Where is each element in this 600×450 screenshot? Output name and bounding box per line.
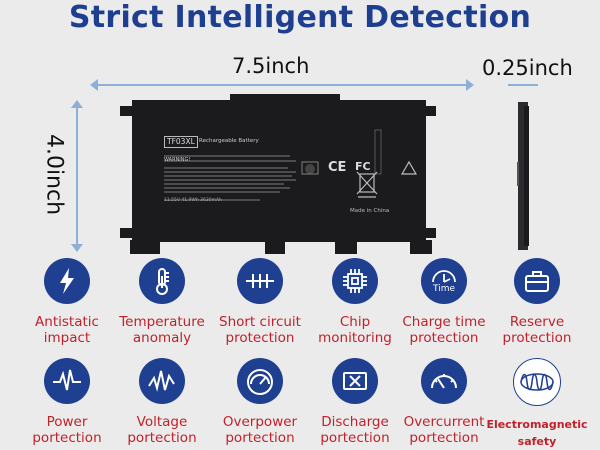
width-arrow-left-head bbox=[90, 79, 98, 91]
height-dimension-arrow bbox=[76, 104, 78, 248]
feature-label: protection bbox=[502, 330, 572, 346]
made-in-label: Made in China bbox=[350, 208, 390, 214]
pulse-icon bbox=[44, 358, 90, 404]
feature-label: portection bbox=[32, 430, 102, 446]
width-dimension-arrow bbox=[92, 84, 472, 86]
battery-specs-label: 11.55V 41.9Wh 3630mAh bbox=[164, 198, 222, 203]
ce-mark: CE bbox=[328, 160, 347, 175]
feature-label: Overpower bbox=[222, 414, 298, 430]
feature-label: Chip bbox=[339, 314, 371, 330]
gauge-icon bbox=[237, 358, 283, 404]
thermometer-icon bbox=[139, 258, 185, 304]
battery-type-label: Rechargeable Battery bbox=[199, 138, 259, 144]
feature-label: safety bbox=[517, 435, 557, 448]
width-arrow-right-head bbox=[466, 79, 474, 91]
lightning-icon bbox=[44, 258, 90, 304]
clock-icon: Time bbox=[421, 258, 467, 304]
speedometer-icon bbox=[421, 358, 467, 404]
briefcase-icon bbox=[514, 258, 560, 304]
height-arrow-top-head bbox=[71, 100, 83, 108]
page-title: Strict Intelligent Detection bbox=[68, 0, 532, 35]
clock-icon-text: Time bbox=[432, 284, 456, 294]
feature-label: Voltage bbox=[136, 414, 188, 430]
feature-label: impact bbox=[43, 330, 91, 346]
feature-label: monitoring bbox=[318, 330, 392, 346]
feature-label: protection bbox=[225, 330, 295, 346]
battery-model-label: TF03XL bbox=[164, 136, 198, 148]
thickness-dimension-arrow bbox=[508, 84, 538, 86]
feature-label: Reserve bbox=[509, 314, 565, 330]
feature-label: Discharge bbox=[321, 414, 389, 430]
height-dimension-label: 4.0inch bbox=[41, 133, 67, 216]
feature-label: Temperature bbox=[119, 314, 205, 330]
battery-warning-label: WARNING! bbox=[164, 157, 191, 163]
feature-label: anomaly bbox=[132, 330, 192, 346]
battery-front-view bbox=[120, 92, 436, 256]
thickness-dimension-label: 0.25inch bbox=[482, 56, 573, 80]
feature-label: protection bbox=[409, 330, 479, 346]
feature-label: Antistatic bbox=[35, 314, 99, 330]
width-dimension-label: 7.5inch bbox=[232, 54, 310, 78]
feature-label: Charge time bbox=[402, 314, 486, 330]
feature-label: portection bbox=[225, 430, 295, 446]
height-arrow-bottom-head bbox=[71, 244, 83, 252]
feature-label: Power bbox=[46, 414, 88, 430]
feature-label: Electromagnetic bbox=[486, 418, 588, 431]
feature-label: portection bbox=[409, 430, 479, 446]
circuit-icon bbox=[237, 258, 283, 304]
coil-icon bbox=[513, 358, 561, 406]
feature-label: portection bbox=[320, 430, 390, 446]
feature-label: Overcurrent bbox=[403, 414, 485, 430]
discharge-battery-icon bbox=[332, 358, 378, 404]
fc-mark: FC bbox=[355, 160, 371, 173]
battery-side-view bbox=[514, 102, 532, 250]
chip-icon bbox=[332, 258, 378, 304]
feature-label: Short circuit bbox=[219, 314, 301, 330]
feature-label: portection bbox=[127, 430, 197, 446]
voltage-wave-icon bbox=[139, 358, 185, 404]
feature-electromagnetic: Electromagnetic safety bbox=[484, 358, 590, 450]
